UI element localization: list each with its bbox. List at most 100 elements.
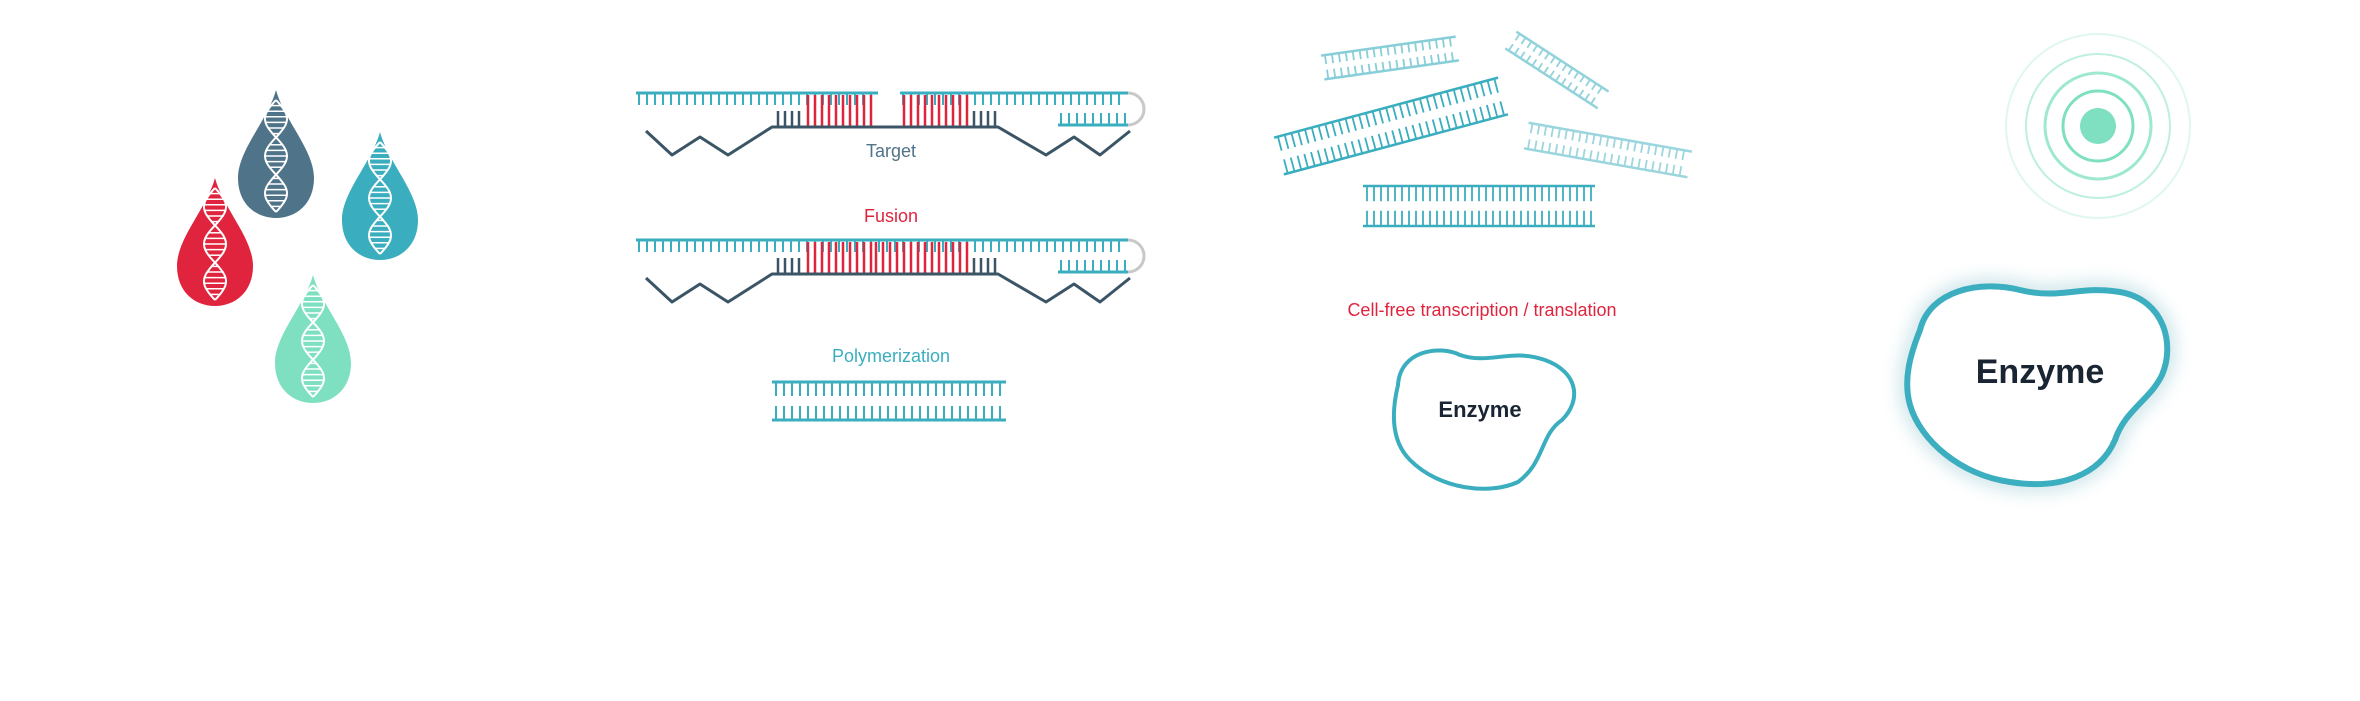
duplex-bottom (1324, 59, 1460, 81)
dna-fragment (1523, 121, 1693, 179)
base-tick (1579, 75, 1586, 83)
base-tick (1550, 56, 1556, 64)
hairpin-loop (1127, 91, 1146, 127)
base-tick (1296, 155, 1303, 170)
base-tick (1364, 112, 1371, 128)
base-tick (1344, 51, 1348, 62)
polymerized-duplex (772, 380, 1006, 422)
base-tick (1513, 47, 1520, 55)
base-tick (1350, 141, 1357, 156)
base-tick (1398, 103, 1405, 119)
target-label: Target (866, 141, 916, 161)
base-tick (1536, 124, 1541, 135)
base-tick (1653, 145, 1658, 156)
drop-shape (275, 275, 351, 403)
base-tick (1330, 146, 1336, 161)
base-tick (1543, 66, 1549, 74)
base-tick (1432, 94, 1439, 110)
paired-red-left (806, 95, 873, 127)
base-tick (1520, 37, 1527, 45)
base-tick (1612, 137, 1617, 148)
drop-shape (238, 90, 314, 218)
hairpin-strand (1058, 260, 1128, 274)
base-tick (1452, 89, 1459, 104)
base-tick (1557, 128, 1561, 139)
base-tick (1560, 78, 1567, 86)
base-tick (1554, 74, 1561, 82)
signal-panel: Enzyme (1904, 33, 2191, 488)
base-tick (1458, 112, 1465, 127)
base-tick (1411, 124, 1418, 140)
base-tick (1450, 52, 1454, 62)
duplex-top (1320, 35, 1456, 57)
base-tick (1561, 145, 1566, 156)
fusion-label: Fusion (864, 206, 918, 226)
dna-fragment (1363, 184, 1595, 228)
base-tick (1371, 111, 1378, 126)
base-tick (1283, 134, 1290, 150)
dna-drop-icon (238, 90, 314, 218)
base-tick (1446, 91, 1452, 106)
base-tick (1555, 60, 1562, 68)
base-tick (1409, 57, 1413, 68)
base-tick (1343, 142, 1350, 158)
base-tick (1591, 82, 1597, 91)
base-tick (1388, 60, 1392, 71)
base-tick (1602, 152, 1607, 163)
base-tick (1357, 139, 1363, 154)
base-tick (1310, 127, 1317, 142)
cell-free-label: Cell-free transcription / translation (1347, 300, 1616, 320)
base-tick (1589, 150, 1593, 161)
base-tick (1386, 46, 1390, 56)
base-tick (1531, 58, 1538, 67)
target-strand (644, 125, 1131, 157)
base-tick (1616, 155, 1621, 166)
base-tick (1289, 157, 1296, 172)
enzyme-blob-small (1391, 348, 1577, 491)
base-tick (1372, 48, 1376, 58)
drop-shape (177, 178, 253, 306)
signal-core (2080, 108, 2116, 144)
base-tick (1571, 130, 1575, 141)
paired-red-right (902, 95, 969, 127)
cell-free-panel: Cell-free transcription / translation En… (1273, 30, 1693, 491)
base-tick (1290, 132, 1297, 148)
base-tick (1452, 113, 1458, 129)
base-tick (1564, 129, 1568, 140)
polymerization-label: Polymerization (832, 346, 950, 366)
base-tick (1324, 54, 1328, 65)
base-tick (1598, 135, 1603, 146)
signal-ring-1 (2061, 89, 2135, 163)
base-tick (1360, 64, 1364, 75)
duplex-top (1528, 121, 1693, 153)
base-tick (1664, 163, 1669, 174)
enzyme-large-label: Enzyme (1976, 353, 2105, 391)
base-tick (1590, 97, 1596, 105)
base-tick (1678, 165, 1683, 176)
base-tick (1367, 63, 1371, 74)
base-tick (1533, 140, 1538, 151)
base-tick (1393, 45, 1397, 55)
base-tick (1584, 93, 1590, 101)
enzyme-blob-large (1904, 283, 2171, 488)
base-tick (1416, 56, 1420, 67)
dna-drop-icon (275, 275, 351, 403)
base-tick (1351, 116, 1357, 131)
base-tick (1439, 92, 1445, 108)
base-tick (1443, 53, 1448, 63)
base-tick (1626, 140, 1630, 151)
base-tick (1549, 70, 1555, 78)
target-row (636, 91, 1146, 157)
base-tick (1472, 108, 1478, 123)
base-tick (1337, 144, 1343, 160)
base-tick (1297, 130, 1303, 146)
base-tick (1364, 137, 1370, 152)
duplex-bottom (1523, 147, 1688, 179)
base-tick (1561, 63, 1568, 72)
base-tick (1585, 79, 1591, 87)
base-tick (1358, 50, 1362, 60)
base-tick (1391, 105, 1398, 121)
base-tick (1374, 62, 1378, 73)
dna-drop-icon (342, 132, 418, 260)
base-tick (1499, 101, 1505, 116)
